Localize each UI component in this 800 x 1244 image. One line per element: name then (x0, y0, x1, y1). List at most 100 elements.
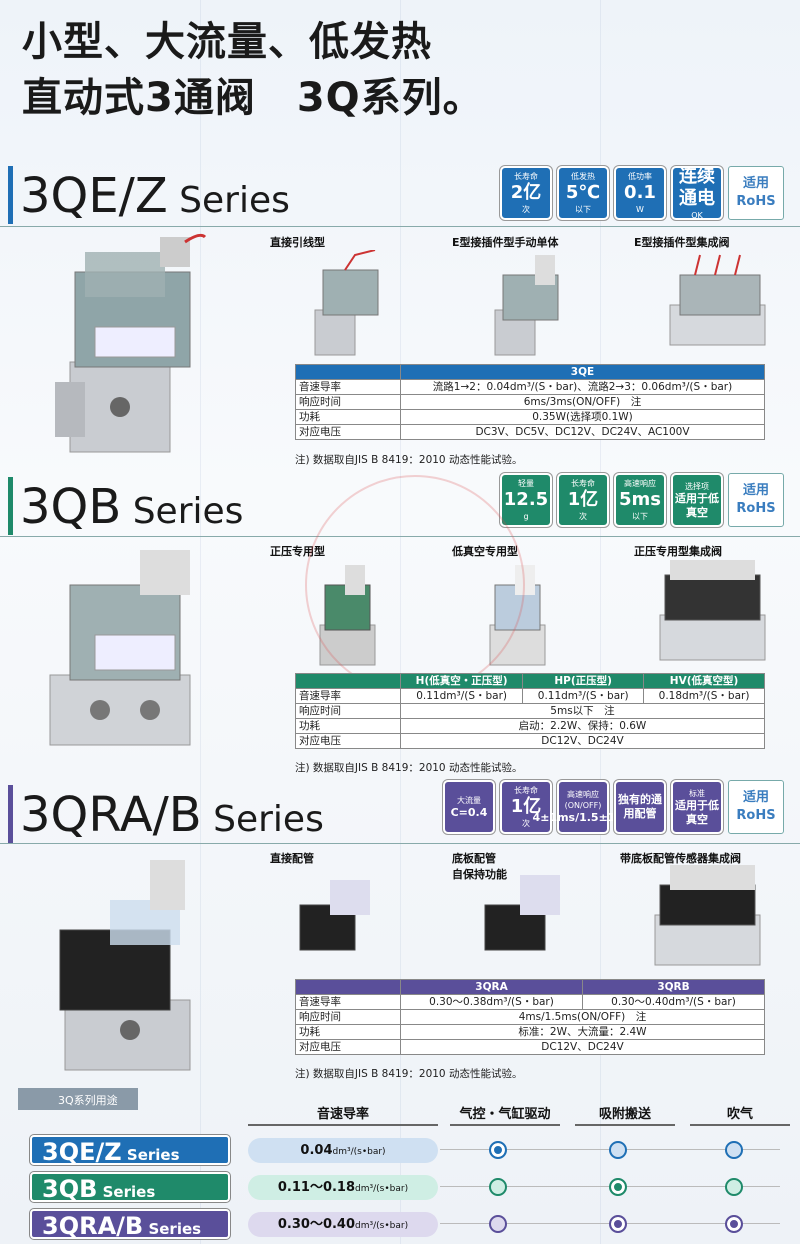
badge-value: 适用于低真空 (675, 491, 719, 519)
rohs-badge: 适用 RoHS (728, 473, 784, 527)
usage-dot-empty (725, 1178, 743, 1196)
product-label-2: 底板配管 (452, 852, 496, 865)
badge-unit: 次 (579, 512, 587, 521)
series-name: 3QRA/B (20, 787, 202, 843)
rohs-line: RoHS (736, 194, 776, 209)
badge-caption: 标准 (689, 788, 705, 798)
product-image-e-connector (485, 250, 575, 364)
cell-key: 响应时间 (295, 394, 401, 410)
usage-series-name: 3QRA/B Series (30, 1209, 230, 1240)
rohs-line: RoHS (736, 501, 776, 516)
product-image-3qb-main (40, 545, 210, 769)
table-header: HV(低真空型) (643, 673, 765, 689)
rohs-badge: 适用 RoHS (728, 166, 784, 220)
cell-key: 音速导率 (295, 688, 401, 704)
usage-conductance: 0.11～0.18dm³/(s•bar) (248, 1175, 438, 1200)
usage-dot-filled (609, 1215, 627, 1233)
usage-dot-empty (609, 1141, 627, 1159)
series-title-3qb: 3QB Series (20, 477, 243, 542)
usage-dot-empty (489, 1178, 507, 1196)
series-suffix: Series (167, 180, 290, 221)
cell-key: 功耗 (295, 1024, 401, 1040)
table-header: H(低真空・正压型) (399, 673, 524, 689)
series-title-3qez: 3QE/Z Series (20, 166, 290, 231)
cell-value: 0.35W(选择项0.1W) (400, 409, 765, 425)
badge-value: 2亿 (510, 182, 542, 203)
spec-table-3qe: 3QE 音速导率流路1→2：0.04dm³/(S・bar)、流路2→3：0.06… (295, 364, 765, 440)
badge-value: 连续通电 (679, 165, 715, 209)
usage-col-header: 气控・气缸驱动 (459, 1107, 551, 1122)
series-suffix: Series (201, 799, 324, 840)
rohs-line: RoHS (736, 808, 776, 823)
badge-caption: 选择项 (685, 481, 709, 491)
product-image-sensor-manifold (650, 860, 770, 979)
badge-value: 独有的通用配管 (618, 793, 662, 820)
series-name: 3QB (42, 1175, 98, 1203)
series-name: 3QB (20, 479, 122, 535)
product-image-base-piping (480, 870, 570, 974)
usage-dot-empty (489, 1215, 507, 1233)
conductance-unit: dm³/(s•bar) (355, 1184, 409, 1194)
badge-unit: OK (691, 210, 703, 220)
cell-value: DC12V、DC24V (400, 1039, 765, 1055)
badge-value: C=0.4 (450, 805, 488, 819)
usage-conductance: 0.04dm³/(s•bar) (248, 1138, 438, 1163)
table-header: 3QRA (400, 979, 583, 995)
cell-value: 6ms/3ms(ON/OFF) 注 (400, 394, 765, 410)
col-underline (690, 1124, 790, 1126)
badge-caption: 低发热 (571, 172, 595, 181)
footnote: 注) 数据取自JIS B 8419：2010 动态性能试验。 (295, 454, 523, 466)
watermark (305, 475, 525, 695)
table-row: 功耗启动：2.2W、保持：0.6W (295, 718, 765, 734)
badge-caption: 高速响应 (624, 479, 656, 488)
series-suffix: Series (97, 1183, 156, 1201)
series-title-3qrab: 3QRA/B Series (20, 785, 324, 850)
product-label-1: 直接配管 (270, 852, 314, 865)
badge-caption: 长寿命 (571, 479, 595, 488)
col-underline (450, 1124, 560, 1126)
table-header-empty (295, 673, 401, 689)
cell-key: 对应电压 (295, 424, 401, 440)
conductance-value: 0.04 (300, 1143, 333, 1158)
badge-value: 0.1 (624, 182, 656, 203)
footnote: 注) 数据取自JIS B 8419：2010 动态性能试验。 (295, 1068, 523, 1080)
feature-badge: 高速响应(ON/OFF)4±1ms/1.5±1ms (533, 780, 633, 834)
section-accent-bar (8, 166, 13, 224)
headline-line1: 小型、大流量、低发热 (22, 19, 432, 65)
series-suffix: Series (121, 491, 244, 532)
cell-value: 0.30～0.40dm³/(S・bar) (582, 994, 765, 1010)
badge-unit: g (523, 512, 529, 521)
cell-value: DC3V、DC5V、DC12V、DC24V、AC100V (400, 424, 765, 440)
cell-value: 流路1→2：0.04dm³/(S・bar)、流路2→3：0.06dm³/(S・b… (400, 379, 765, 395)
headline: 小型、大流量、低发热 直动式3通阀 3Q系列。 (22, 14, 484, 126)
badge-caption: 长寿命 (514, 172, 538, 181)
cell-value: DC12V、DC24V (400, 733, 765, 749)
table-header: HP(正压型) (522, 673, 645, 689)
divider (0, 226, 800, 227)
table-header: 3QE (400, 364, 765, 380)
badge-value: 4±1ms/1.5±1ms (532, 811, 634, 824)
table-header-empty (295, 979, 401, 995)
rohs-line: 适用 (742, 176, 769, 191)
product-image-3qe-main (40, 232, 210, 466)
cell-key: 功耗 (295, 718, 401, 734)
feature-badge: 选择项适用于低真空 (671, 473, 723, 527)
rohs-line: 适用 (742, 483, 769, 498)
product-image-direct-lead (305, 249, 385, 364)
cell-key: 音速导率 (295, 994, 401, 1010)
badge-unit: W (636, 205, 644, 214)
badge-value: 5℃ (565, 182, 601, 203)
badge-caption: 长寿命 (514, 786, 538, 795)
